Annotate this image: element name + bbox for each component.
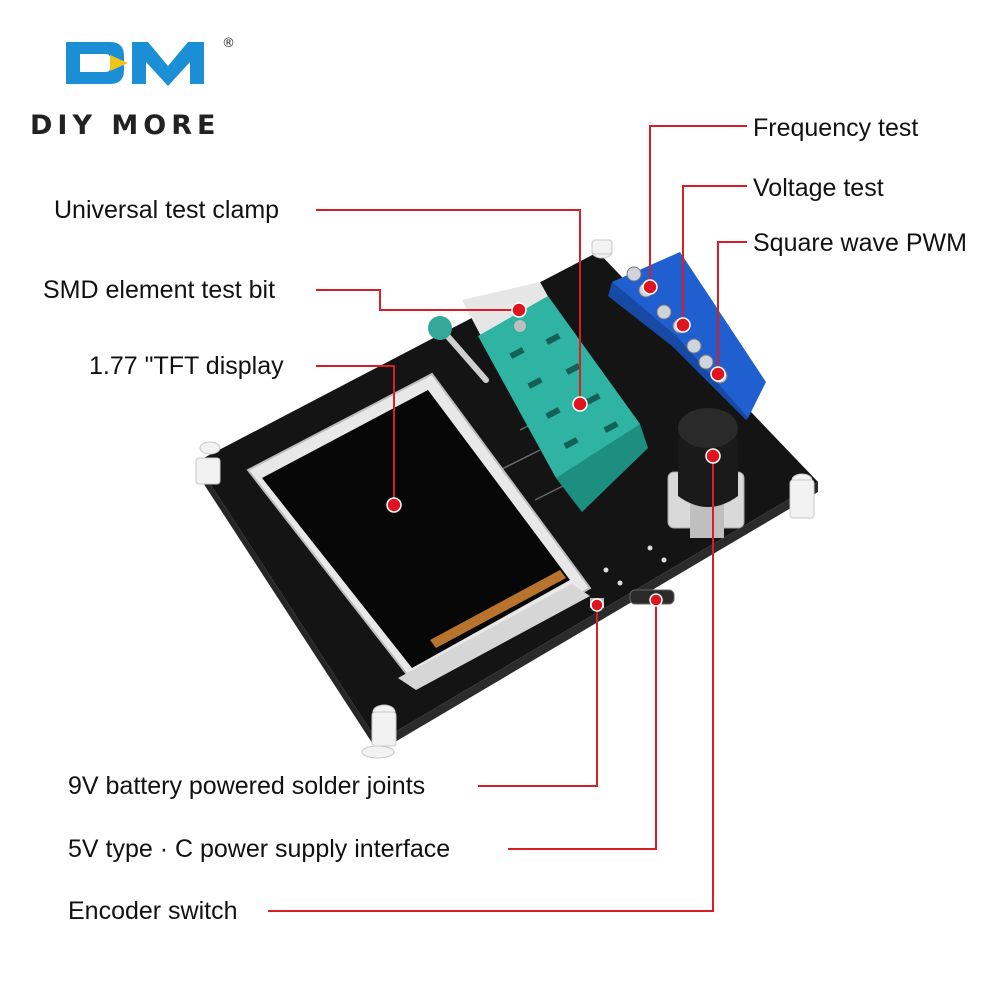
zif-socket [428, 282, 648, 512]
marker-encoder [705, 448, 721, 464]
marker-clamp [572, 396, 588, 412]
label-encoder-switch: Encoder switch [68, 897, 238, 925]
marker-battery [590, 598, 604, 612]
label-frequency-test: Frequency test [753, 114, 919, 142]
marker-frequency [642, 279, 658, 295]
leader-lines [268, 125, 747, 912]
marker-typec [649, 593, 663, 607]
marker-tft [386, 497, 402, 513]
label-battery-solder-joints: 9V battery powered solder joints [68, 772, 426, 800]
label-universal-test-clamp: Universal test clamp [54, 196, 280, 224]
tft-display-module [246, 372, 592, 690]
label-square-wave-pwm: Square wave PWM [753, 229, 967, 257]
registered-mark: ® [222, 36, 235, 51]
brand-wordmark: DIY MORE [30, 110, 221, 141]
standoff-posts [195, 239, 815, 759]
marker-smd [511, 302, 527, 318]
label-typec-power: 5V type · C power supply interface [68, 835, 451, 863]
label-smd-element-test-bit: SMD element test bit [43, 276, 276, 304]
marker-pwm [710, 366, 726, 382]
marker-voltage [675, 317, 691, 333]
diymore-logo-mark [66, 42, 204, 86]
encoder-knob [667, 408, 745, 538]
label-voltage-test: Voltage test [753, 174, 884, 202]
label-tft-display: 1.77 "TFT display [89, 352, 284, 380]
marker-dots [386, 279, 726, 612]
